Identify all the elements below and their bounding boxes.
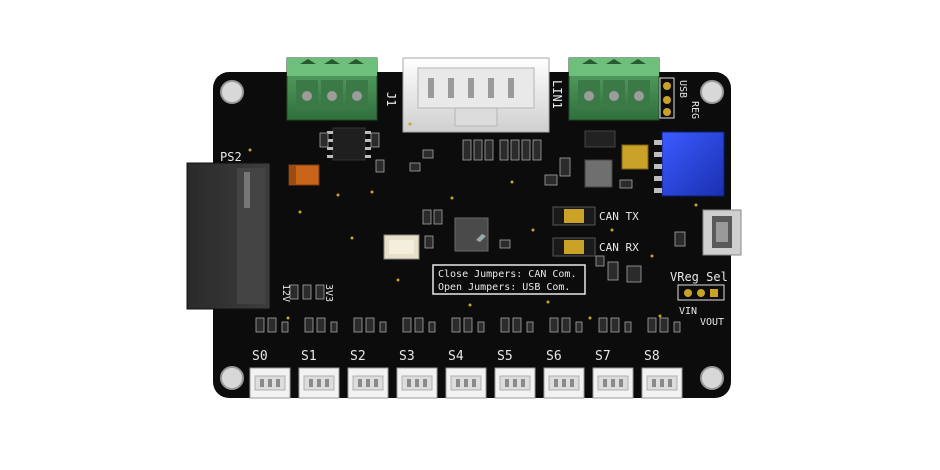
smd-part [575, 321, 583, 333]
label-can-rx: CAN RX [599, 241, 639, 254]
servo-connector-s7 [592, 367, 634, 399]
smd-part [673, 321, 681, 333]
smd-part [598, 317, 608, 333]
capacitor-stripe [289, 165, 296, 185]
vreg-select-pins [677, 284, 725, 301]
regulator-module [654, 131, 725, 197]
terminal-block-right [568, 57, 660, 121]
label-vout: VOUT [700, 317, 724, 328]
jumper-note-line1: Close Jumpers: CAN Com. [438, 269, 576, 280]
servo-connector-s5 [494, 367, 536, 399]
label-usb: USB [677, 80, 688, 98]
servo-label-s5: S5 [497, 349, 513, 364]
smd-components [289, 132, 686, 300]
label-lin1: LIN1 [550, 80, 564, 109]
smd-part [500, 317, 510, 333]
smd-part [561, 317, 571, 333]
smd-part [255, 317, 265, 333]
jumper-note-line2: Open Jumpers: USB Com. [438, 282, 570, 293]
microcontroller [454, 217, 489, 252]
vias [248, 122, 698, 320]
label-vreg-sel: VReg Sel [670, 270, 728, 284]
servo-connector-s8 [641, 367, 683, 399]
smd-part [549, 317, 559, 333]
label-vin: VIN [679, 306, 697, 317]
smd-part [624, 321, 632, 333]
sensor-ic [584, 159, 613, 188]
smd-part [463, 317, 473, 333]
can-tx-jumper [552, 206, 596, 226]
smd-part [365, 317, 375, 333]
smd-part [330, 321, 338, 333]
smd-part [512, 317, 522, 333]
servo-label-s3: S3 [399, 349, 415, 364]
smd-part [647, 317, 657, 333]
servo-label-s2: S2 [350, 349, 366, 364]
servo-labels: S0 S1 S2 S3 S4 S5 S6 S7 S8 [252, 349, 660, 364]
soic-chip [327, 127, 371, 161]
jumper-note-box [432, 264, 586, 295]
smd-part [353, 317, 363, 333]
can-rx-jumper [552, 237, 596, 257]
smd-part [451, 317, 461, 333]
servo-connector-s0 [249, 367, 291, 399]
servo-label-s1: S1 [301, 349, 317, 364]
smd-part [477, 321, 485, 333]
servo-smd-row [255, 317, 681, 333]
smd-part [428, 321, 436, 333]
label-can-tx: CAN TX [599, 210, 639, 223]
relay-ps2 [186, 162, 271, 310]
terminal-block-left [286, 57, 378, 121]
servo-connector-s2 [347, 367, 389, 399]
crystal-top [389, 240, 414, 254]
mounting-holes [220, 80, 724, 390]
capacitor-yellow [621, 144, 649, 170]
label-reg: REG [689, 101, 700, 119]
smd-part [316, 317, 326, 333]
servo-connector-s3 [396, 367, 438, 399]
servo-label-s6: S6 [546, 349, 562, 364]
transistor [584, 130, 616, 148]
smd-part [402, 317, 412, 333]
smd-part [414, 317, 424, 333]
smd-part [526, 321, 534, 333]
servo-label-s7: S7 [595, 349, 611, 364]
servo-connector-s1 [298, 367, 340, 399]
smd-part [379, 321, 387, 333]
servo-connectors [249, 367, 683, 399]
servo-label-s4: S4 [448, 349, 464, 364]
reg-jumper-pins [659, 77, 675, 119]
smd-part [304, 317, 314, 333]
box-header-j1 [402, 57, 550, 133]
label-3v3: 3V3 [323, 284, 334, 302]
servo-label-s0: S0 [252, 349, 268, 364]
smd-part [267, 317, 277, 333]
servo-label-s8: S8 [644, 349, 660, 364]
smd-part [659, 317, 669, 333]
micro-usb-port [702, 209, 742, 256]
servo-connector-s6 [543, 367, 585, 399]
label-j1: J1 [384, 92, 398, 106]
smd-part [610, 317, 620, 333]
label-ps2: PS2 [220, 150, 242, 164]
servo-connector-s4 [445, 367, 487, 399]
label-12v: 12V [280, 284, 291, 302]
smd-part [281, 321, 289, 333]
